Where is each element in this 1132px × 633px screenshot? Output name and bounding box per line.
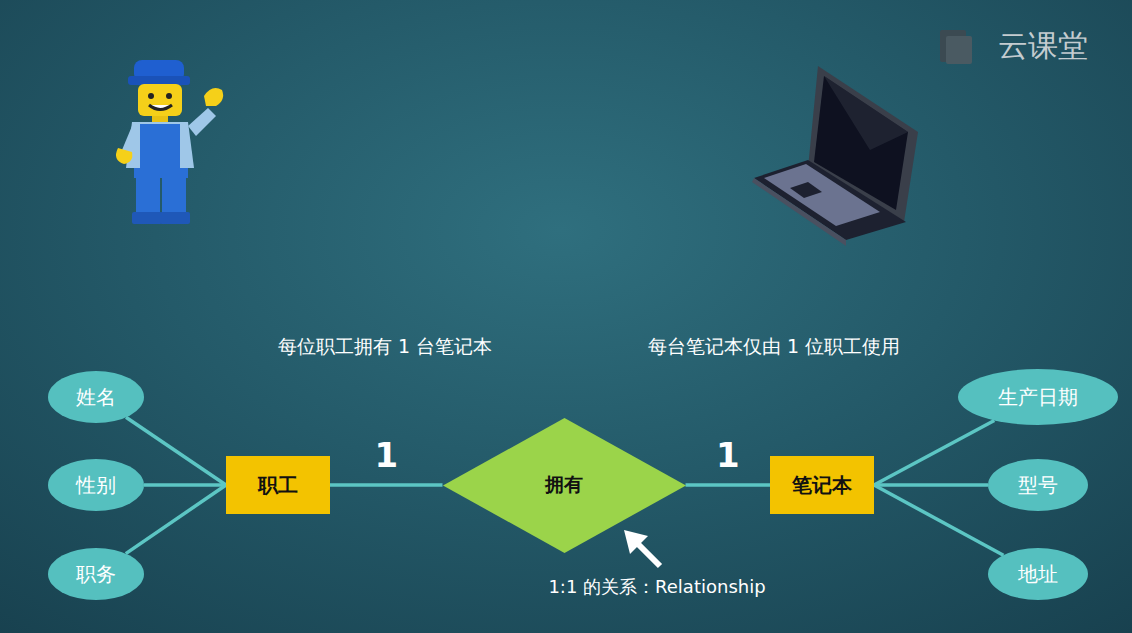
ellipse-fill — [48, 371, 144, 423]
cardinality-label: 1 — [374, 435, 398, 475]
connector-line — [144, 483, 226, 487]
relationship-diamond: 拥有 — [443, 418, 686, 553]
node-text: 生产日期 — [998, 384, 1078, 411]
node-text: 职务 — [76, 561, 116, 588]
watermark-text: 云课堂 — [998, 26, 1088, 67]
attribute-ellipse: 姓名 — [48, 371, 144, 423]
pointer-arrow — [624, 530, 660, 566]
connector-line — [874, 420, 994, 485]
note-text: 每台笔记本仅由 1 位职工使用 — [648, 334, 900, 360]
attribute-ellipse: 职务 — [48, 548, 144, 600]
connector-line — [330, 483, 443, 487]
connector-line — [874, 485, 1003, 555]
node-text: 笔记本 — [792, 472, 852, 499]
entity-box: 笔记本 — [770, 456, 874, 514]
node-text: 地址 — [1018, 561, 1058, 588]
diamond-fill — [443, 418, 686, 553]
node-text: 姓名 — [76, 384, 116, 411]
connector — [126, 485, 226, 554]
ellipse-fill — [988, 548, 1088, 600]
attribute-ellipse: 地址 — [988, 548, 1088, 600]
note-text: 1:1 的关系：Relationship — [548, 575, 765, 599]
ellipse-fill — [958, 369, 1118, 425]
connector-line — [874, 483, 988, 487]
connector — [144, 485, 226, 486]
connector — [874, 420, 994, 485]
node-text: 型号 — [1018, 472, 1058, 499]
attribute-ellipse: 型号 — [988, 459, 1088, 511]
watermark-icon — [940, 30, 972, 64]
node-text: 拥有 — [545, 472, 583, 498]
node-text: 性别 — [76, 472, 116, 499]
attribute-ellipse: 生产日期 — [958, 369, 1118, 425]
node-text: 职工 — [258, 472, 298, 499]
attribute-ellipse: 性别 — [48, 459, 144, 511]
connector-line — [686, 483, 771, 487]
laptop-figure — [752, 66, 918, 246]
ellipse-fill — [988, 459, 1088, 511]
ellipse-fill — [48, 459, 144, 511]
connector — [874, 485, 988, 486]
connector — [686, 485, 771, 486]
connector — [126, 417, 226, 485]
connector-line — [126, 485, 226, 554]
note-text: 每位职工拥有 1 台笔记本 — [278, 334, 492, 360]
ellipse-fill — [48, 548, 144, 600]
connector-line — [126, 417, 226, 485]
connector — [330, 485, 443, 486]
connector — [874, 485, 1003, 555]
worker-figure — [116, 60, 223, 224]
entity-box: 职工 — [226, 456, 330, 514]
cardinality-label: 1 — [716, 435, 740, 475]
